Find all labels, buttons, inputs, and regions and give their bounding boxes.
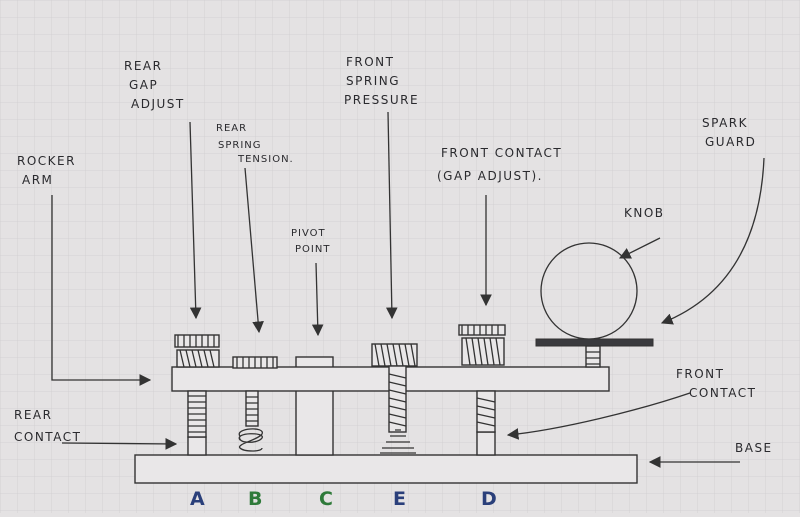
knob-stem-thread bbox=[586, 351, 600, 365]
svg-text:PIVOT: PIVOT bbox=[291, 228, 326, 239]
svg-text:POINT: POINT bbox=[295, 244, 330, 255]
label-rear-contact: REAR CONTACT bbox=[14, 408, 81, 444]
svg-text:FRONT: FRONT bbox=[346, 55, 395, 69]
svg-text:CONTACT: CONTACT bbox=[689, 386, 756, 400]
svg-text:SPRING: SPRING bbox=[218, 140, 262, 151]
svg-text:FRONT CONTACT: FRONT CONTACT bbox=[441, 146, 562, 160]
rear-spring bbox=[232, 356, 278, 452]
front-spring bbox=[371, 343, 418, 454]
label-front-contact: FRONT CONTACT bbox=[676, 367, 756, 400]
svg-text:ROCKER: ROCKER bbox=[17, 154, 76, 168]
spark-guard-plate bbox=[535, 338, 654, 347]
letter-c: C bbox=[319, 488, 333, 510]
rear-gap-screw bbox=[174, 334, 220, 438]
label-rocker-arm: ROCKER ARM bbox=[17, 154, 76, 187]
front-contact-post bbox=[476, 431, 496, 456]
label-pivot-point: PIVOT POINT bbox=[291, 228, 330, 255]
svg-text:ADJUST: ADJUST bbox=[131, 97, 185, 111]
svg-text:FRONT: FRONT bbox=[676, 367, 725, 381]
svg-text:(GAP ADJUST).: (GAP ADJUST). bbox=[437, 169, 543, 183]
svg-text:TENSION.: TENSION. bbox=[237, 154, 294, 165]
base-block bbox=[134, 454, 638, 484]
svg-text:CONTACT: CONTACT bbox=[14, 430, 81, 444]
svg-text:GUARD: GUARD bbox=[705, 135, 756, 149]
svg-text:GAP: GAP bbox=[129, 78, 158, 92]
label-front-contact-gap-adjust: FRONT CONTACT (GAP ADJUST). bbox=[437, 146, 562, 183]
label-base: BASE bbox=[735, 441, 773, 455]
letter-d: D bbox=[481, 488, 497, 510]
letter-e: E bbox=[393, 488, 406, 510]
label-rear-gap-adjust: REAR GAP ADJUST bbox=[124, 59, 185, 111]
svg-text:REAR: REAR bbox=[124, 59, 162, 73]
label-knob: KNOB bbox=[624, 206, 665, 220]
svg-text:PRESSURE: PRESSURE bbox=[344, 93, 419, 107]
svg-text:REAR: REAR bbox=[216, 123, 247, 134]
label-spark-guard: SPARK GUARD bbox=[702, 116, 756, 149]
letter-b: B bbox=[248, 488, 262, 510]
letter-a: A bbox=[190, 488, 205, 510]
svg-text:SPARK: SPARK bbox=[702, 116, 748, 130]
rear-contact-post bbox=[187, 436, 207, 456]
leader-arrows bbox=[51, 111, 765, 468]
svg-text:ARM: ARM bbox=[22, 173, 53, 187]
svg-text:SPRING: SPRING bbox=[346, 74, 400, 88]
front-contact-screw bbox=[458, 324, 506, 433]
label-front-spring-pressure: FRONT SPRING PRESSURE bbox=[344, 55, 419, 107]
label-rear-spring-tension: REAR SPRING TENSION. bbox=[216, 123, 294, 165]
svg-text:REAR: REAR bbox=[14, 408, 52, 422]
knob-stem bbox=[585, 345, 601, 368]
